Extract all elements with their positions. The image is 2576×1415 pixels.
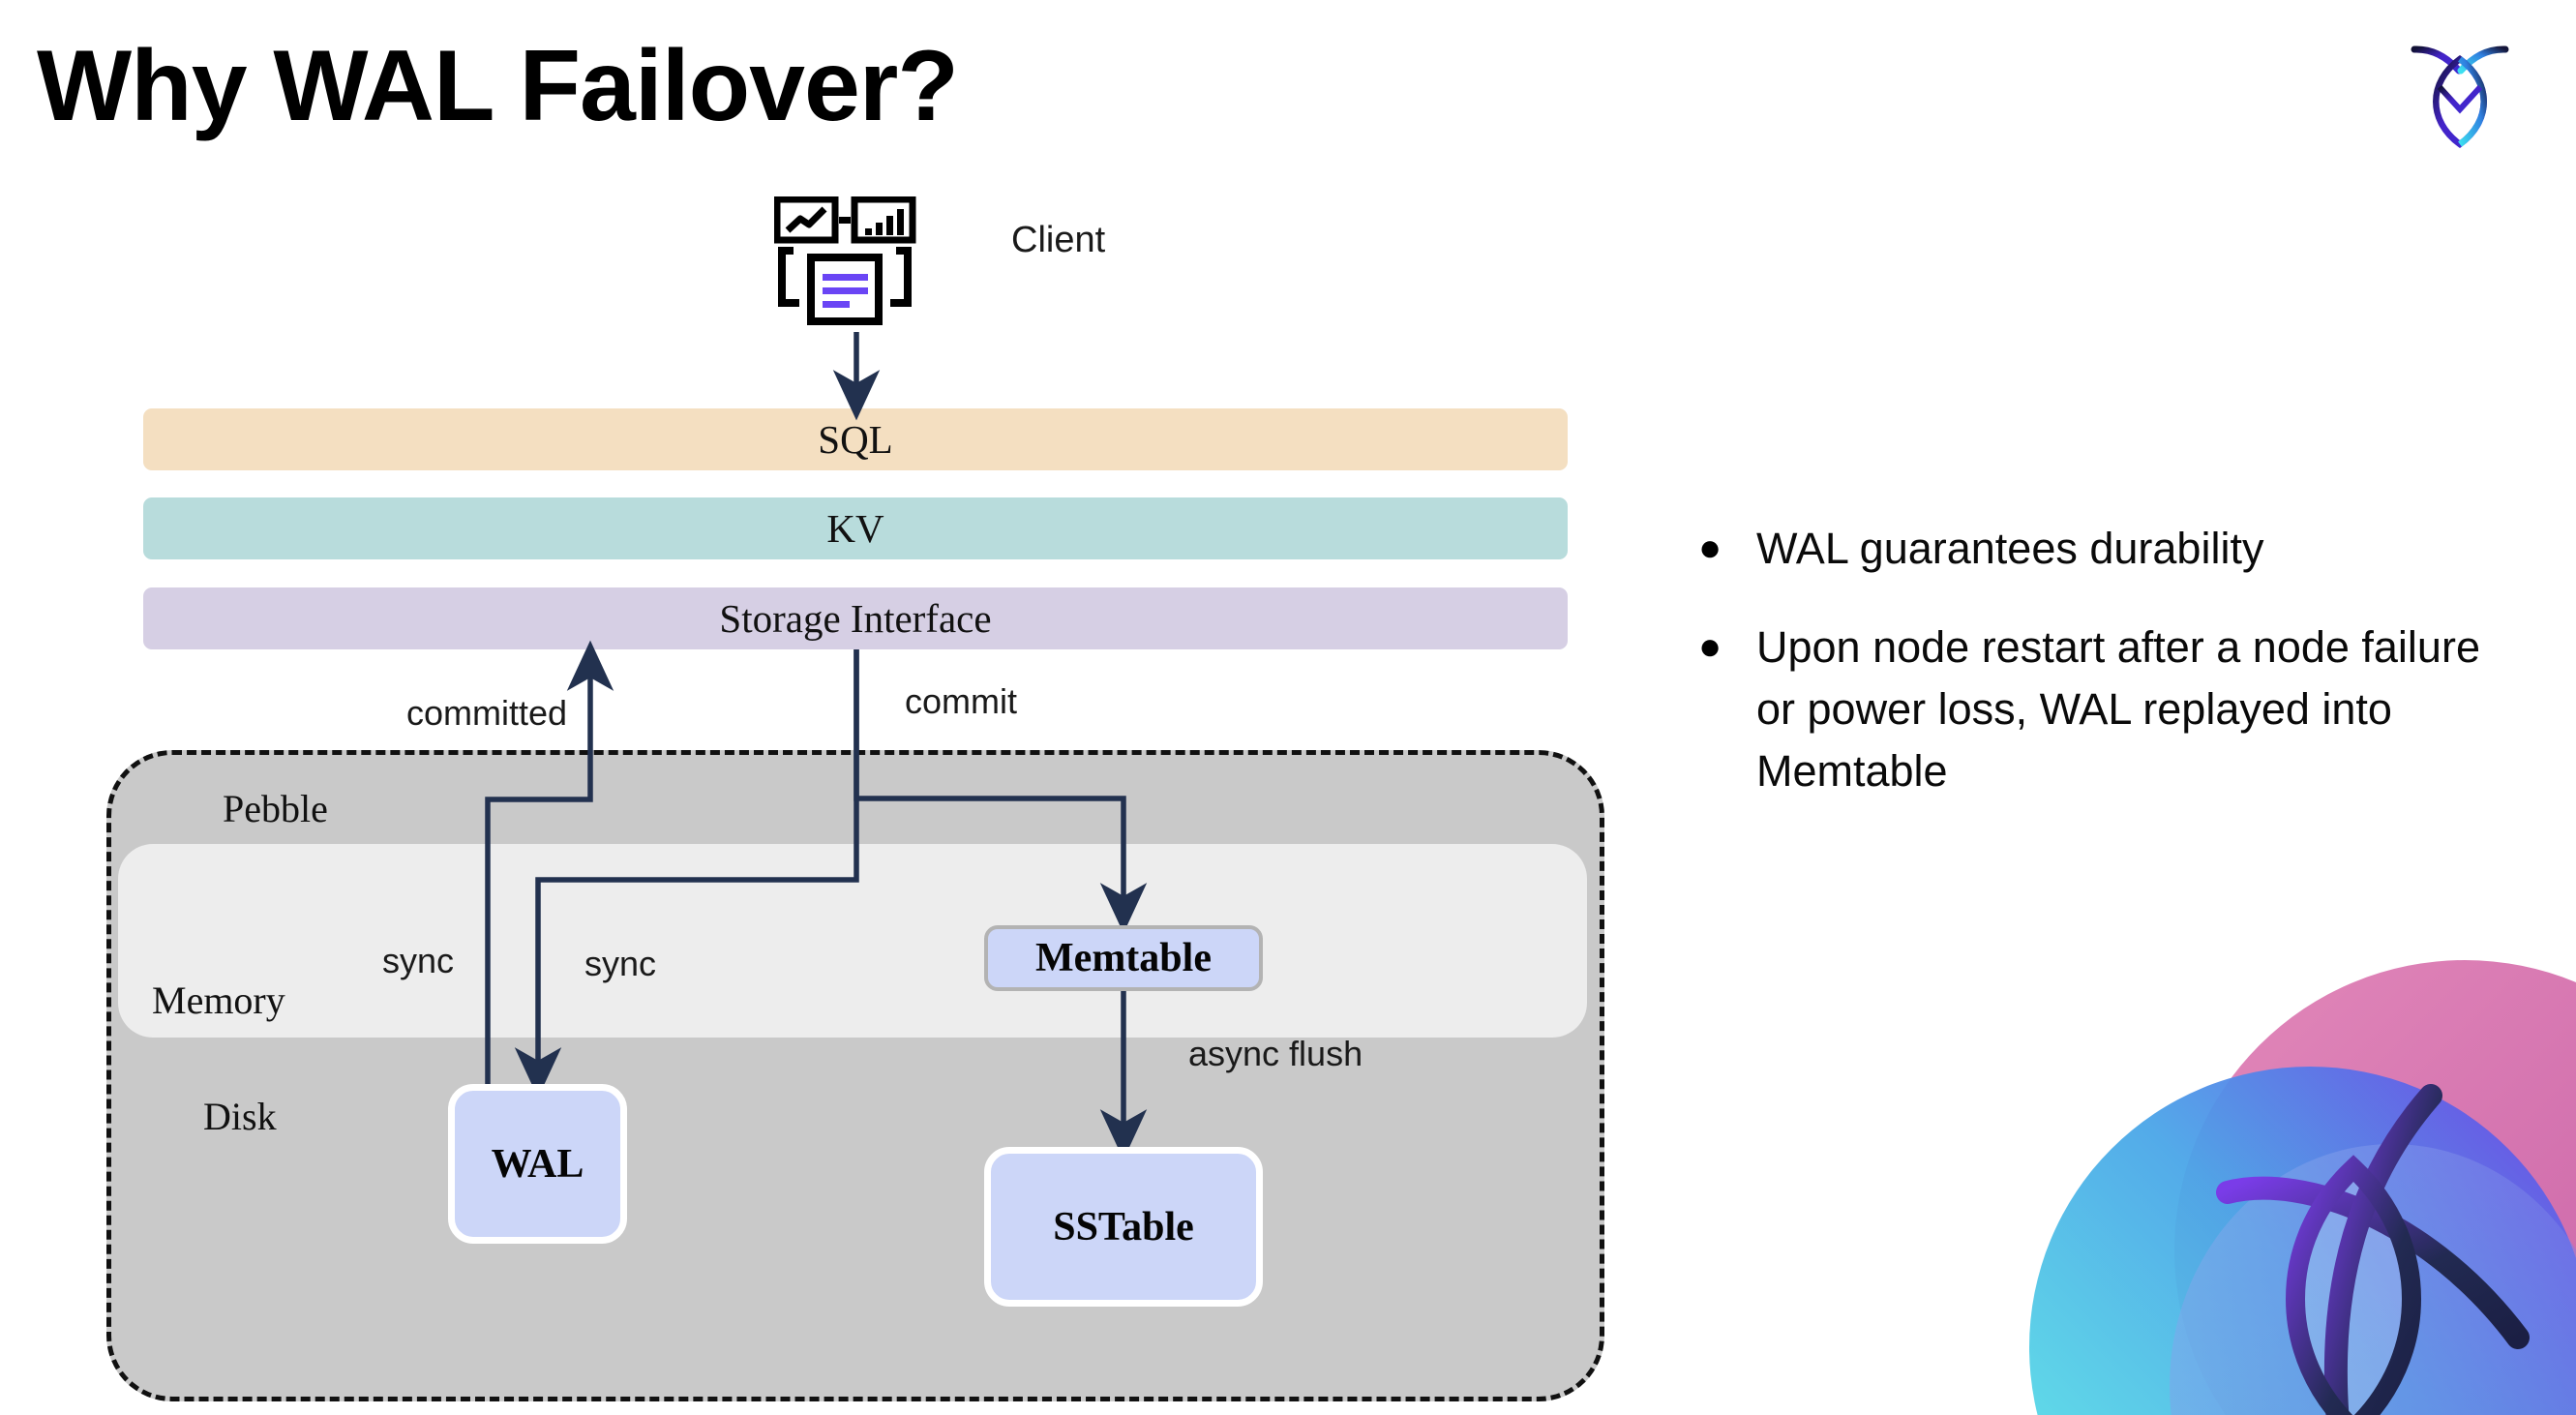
node-wal-label: WAL bbox=[491, 1141, 584, 1187]
memory-label: Memory bbox=[152, 978, 285, 1022]
bullet-marker-icon: ● bbox=[1698, 625, 1722, 668]
list-item: ● WAL guarantees durability bbox=[1698, 518, 2501, 580]
memory-region bbox=[118, 844, 1587, 1038]
bullet-list: ● WAL guarantees durability ● Upon node … bbox=[1698, 518, 2501, 839]
edge-label-committed: committed bbox=[406, 693, 568, 733]
page-title: Why WAL Failover? bbox=[37, 30, 959, 142]
layer-bar-sql: SQL bbox=[143, 408, 1568, 470]
bullet-text: WAL guarantees durability bbox=[1756, 524, 2264, 573]
node-wal: WAL bbox=[448, 1084, 627, 1244]
decorative-logo-artwork bbox=[2029, 960, 2576, 1415]
client-label: Client bbox=[1011, 220, 1106, 260]
pebble-label: Pebble bbox=[223, 787, 328, 830]
layer-bar-kv: KV bbox=[143, 497, 1568, 559]
node-memtable-label: Memtable bbox=[1035, 936, 1212, 980]
layer-bar-storage-interface: Storage Interface bbox=[143, 587, 1568, 649]
bullet-marker-icon: ● bbox=[1698, 527, 1722, 569]
node-sstable-label: SSTable bbox=[1053, 1204, 1194, 1249]
disk-label: Disk bbox=[203, 1095, 277, 1138]
list-item: ● Upon node restart after a node failure… bbox=[1698, 617, 2501, 802]
edge-label-commit: commit bbox=[905, 681, 1017, 721]
layer-bar-sql-label: SQL bbox=[818, 417, 893, 462]
node-memtable: Memtable bbox=[984, 925, 1263, 991]
client-dashboard-icon bbox=[774, 196, 916, 325]
bullet-text: Upon node restart after a node failure o… bbox=[1756, 622, 2480, 796]
edge-label-sync-left: sync bbox=[382, 941, 455, 980]
layer-bar-kv-label: KV bbox=[826, 506, 884, 551]
edge-label-async-flush: async flush bbox=[1188, 1034, 1363, 1073]
cockroachdb-logo-icon bbox=[2411, 45, 2509, 148]
layer-bar-storage-interface-label: Storage Interface bbox=[719, 596, 992, 641]
edge-label-sync-right: sync bbox=[584, 944, 657, 983]
node-sstable: SSTable bbox=[984, 1147, 1263, 1307]
